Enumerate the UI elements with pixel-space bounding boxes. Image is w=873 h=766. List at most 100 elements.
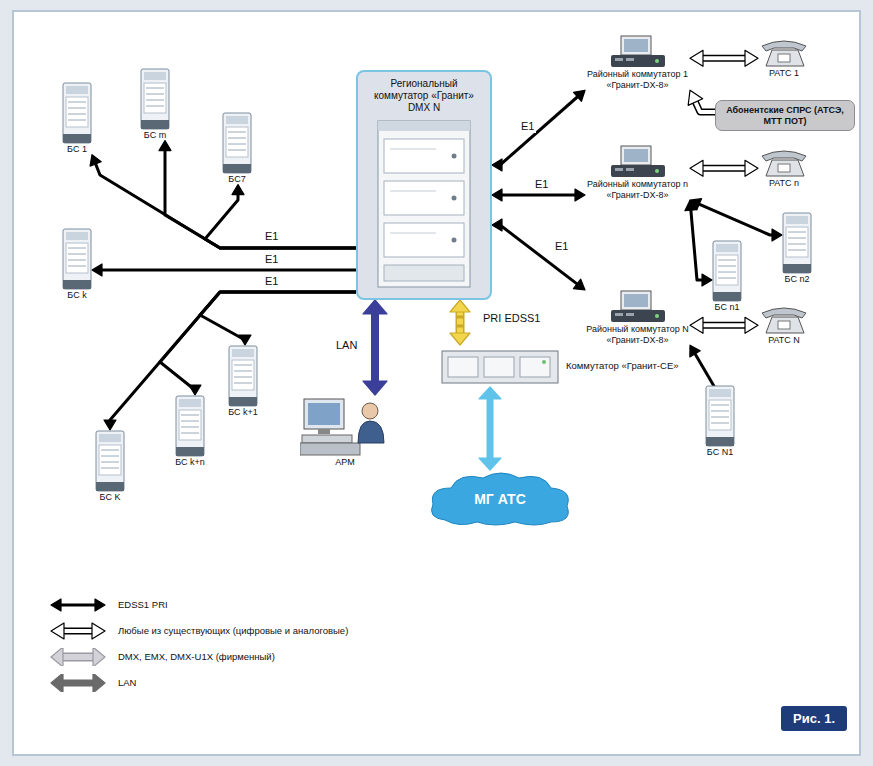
connector: [92, 264, 356, 276]
node-label: БС7: [228, 174, 245, 185]
illustration-part: [228, 138, 246, 139]
arrow-head: [772, 229, 782, 241]
sw-node: Районный коммутатор 1 «Гранит-DX-8»: [585, 35, 690, 90]
connector-outline: [61, 653, 96, 662]
connector-label: E1: [533, 178, 550, 191]
connector-outline: [456, 310, 465, 336]
arrow-head: [93, 674, 105, 692]
connector-label: LAN: [334, 339, 359, 352]
phone-node: РАТС N: [758, 305, 810, 346]
illustration-part: [778, 321, 790, 329]
node-label: БС k+n: [175, 457, 205, 468]
server-node: БС N1: [705, 385, 735, 458]
connector: [690, 160, 758, 176]
server-tower: [175, 395, 205, 457]
arrow-head: [479, 387, 501, 399]
node-label: Региональный коммутатор «Гранит» DMX N: [364, 78, 484, 113]
arrow-head: [450, 300, 470, 312]
arrow-head: [690, 50, 703, 66]
legend-row: LAN: [48, 674, 136, 692]
illustration-part: [542, 360, 546, 364]
illustration-part: [63, 229, 91, 289]
illustration-part: [101, 450, 119, 451]
illustration-part: [68, 254, 86, 255]
illustration-part: [384, 265, 464, 281]
illustration-part: [101, 456, 119, 457]
connector-line: [205, 193, 356, 248]
illustration-part: [384, 139, 464, 173]
illustration-part: [626, 313, 634, 316]
illustration-part: [615, 58, 623, 61]
arrow-head: [159, 141, 171, 151]
illustration-part: [68, 266, 86, 267]
illustration-part: [766, 317, 804, 333]
illustration-part: [68, 102, 86, 103]
illustration-part: [484, 357, 514, 377]
illustration-part: [615, 168, 623, 171]
arrow-head: [690, 317, 703, 333]
illustration-part: [228, 150, 246, 151]
connector: [688, 90, 715, 112]
illustration-part: [442, 351, 558, 383]
sw-node: Районный коммутатор N «Гранит-DX-8»: [585, 290, 690, 345]
legend-text: EDSS1 PRI: [118, 599, 168, 610]
server-node: БС k: [62, 228, 92, 301]
legend-text: LAN: [118, 677, 136, 688]
arrow-head: [239, 335, 251, 345]
illustration-part: [783, 264, 811, 273]
connector: [492, 219, 585, 290]
arrow-head: [690, 199, 702, 210]
illustration-part: [181, 427, 199, 428]
arrow-head: [745, 160, 758, 176]
illustration-part: [762, 41, 806, 51]
illustration-part: [146, 100, 164, 101]
node-label: РАТС n: [769, 178, 799, 189]
connector: [479, 387, 501, 470]
illustration-part: [788, 232, 806, 233]
server-node: БС k+n: [175, 395, 205, 468]
illustration-part: [358, 421, 384, 443]
illustration-part: [655, 169, 659, 173]
arrow-head: [104, 420, 116, 430]
node-label: БС n2: [785, 274, 810, 285]
connector-line: [100, 269, 356, 272]
arrow-head: [95, 599, 105, 611]
legend-row: EDSS1 PRI: [48, 596, 168, 614]
arrow-head: [573, 279, 585, 290]
illustration-part: [718, 266, 736, 267]
node-label: РАТС N: [768, 335, 800, 346]
connector: [160, 292, 356, 395]
node-label: Районный коммутатор n «Гранит-DX-8»: [585, 179, 690, 200]
illustration-part: [624, 149, 648, 162]
illustration-part: [176, 447, 204, 456]
illustration-part: [626, 168, 634, 171]
district-switch-icon: [609, 35, 667, 69]
server-tower: [62, 228, 92, 290]
illustration-part: [141, 69, 169, 129]
illustration-part: [179, 410, 201, 440]
illustration-part: [229, 346, 257, 406]
illustration-part: [234, 371, 252, 372]
illustration-part: [234, 377, 252, 378]
server-tower: [782, 212, 812, 274]
arrow-head: [492, 219, 502, 231]
illustration-part: [655, 59, 659, 63]
illustration-part: [99, 434, 121, 442]
connector-line: [61, 680, 96, 687]
connector: [685, 200, 712, 286]
legend-sample: [48, 674, 108, 692]
connector-label: E1: [519, 120, 536, 133]
illustration-part: [68, 120, 86, 121]
connector: [492, 90, 585, 171]
illustration-part: [101, 468, 119, 469]
illustration-part: [762, 308, 806, 318]
connector-line: [500, 194, 577, 197]
illustration-part: [762, 151, 806, 161]
illustration-part: [655, 314, 659, 318]
connector-line: [200, 292, 356, 340]
illustration-part: [96, 431, 124, 491]
connector-outline: [700, 322, 747, 329]
connector: [450, 300, 470, 345]
connector: [104, 292, 356, 430]
